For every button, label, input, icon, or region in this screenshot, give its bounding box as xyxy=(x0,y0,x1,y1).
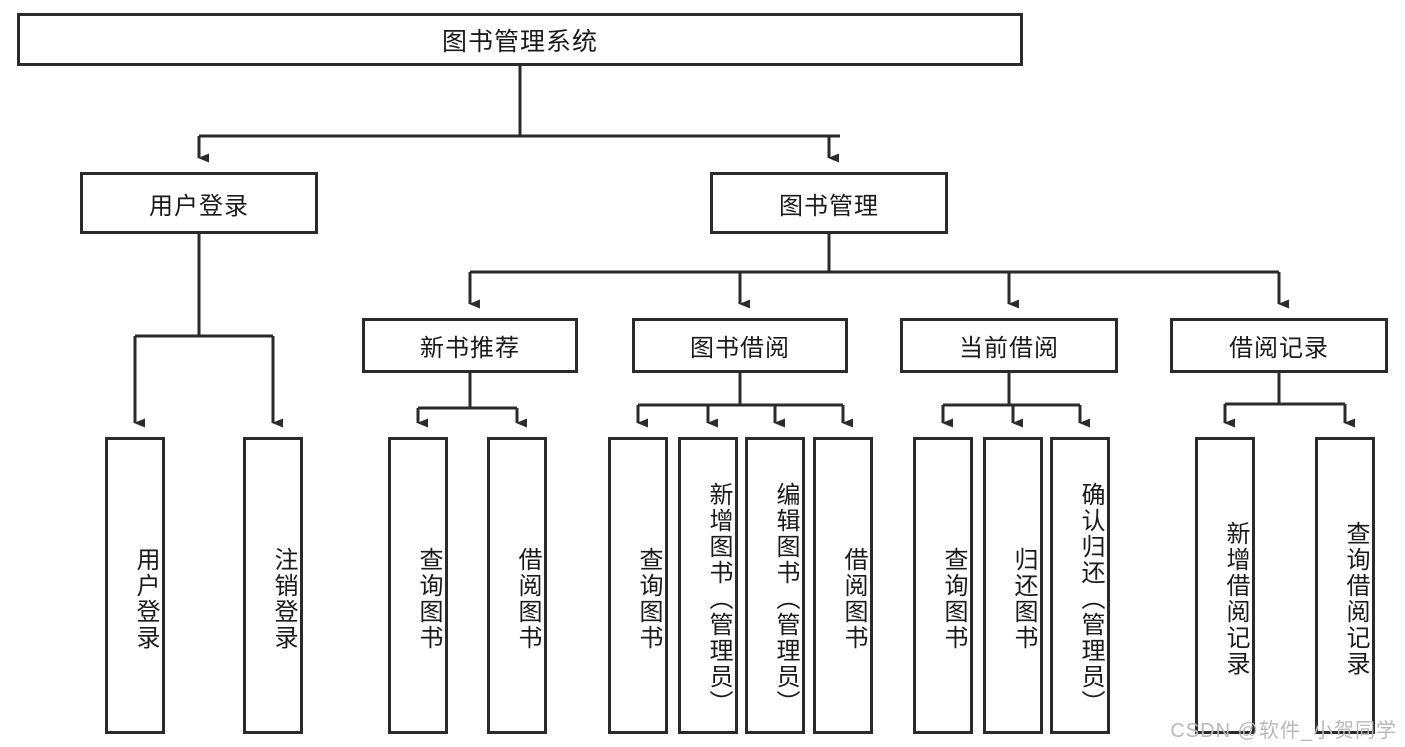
csdn-watermark: CSDN @软件_小贺同学 xyxy=(1170,720,1397,742)
node-borrow-record[interactable]: 借阅记录 xyxy=(1170,318,1388,373)
leaf-user-login[interactable]: 用户登录 xyxy=(105,437,165,734)
leaf-logout[interactable]: 注销登录 xyxy=(243,437,303,734)
node-current-borrow[interactable]: 当前借阅 xyxy=(900,318,1118,373)
leaf-borrow-book[interactable]: 借阅图书 xyxy=(813,437,873,734)
leaf-add-book-admin[interactable]: 新增图书（管理员） xyxy=(678,437,738,734)
leaf-query-borrow-record[interactable]: 查询借阅记录 xyxy=(1315,437,1375,734)
leaf-add-borrow-record[interactable]: 新增借阅记录 xyxy=(1195,437,1255,734)
node-book-management[interactable]: 图书管理 xyxy=(710,172,948,234)
node-user-login[interactable]: 用户登录 xyxy=(80,172,318,234)
leaf-confirm-return[interactable]: 确认归还（管理员） xyxy=(1050,437,1110,734)
leaf-query-book-new[interactable]: 查询图书 xyxy=(388,437,448,734)
leaf-query-book-current[interactable]: 查询图书 xyxy=(913,437,973,734)
leaf-return-book[interactable]: 归还图书 xyxy=(983,437,1043,734)
leaf-query-book-borrow[interactable]: 查询图书 xyxy=(608,437,668,734)
leaf-borrow-book-new[interactable]: 借阅图书 xyxy=(487,437,547,734)
node-new-book-recommend[interactable]: 新书推荐 xyxy=(362,318,578,373)
node-book-borrow[interactable]: 图书借阅 xyxy=(632,318,848,373)
node-book-management-system[interactable]: 图书管理系统 xyxy=(17,13,1023,66)
leaf-edit-book-admin[interactable]: 编辑图书（管理员） xyxy=(745,437,805,734)
